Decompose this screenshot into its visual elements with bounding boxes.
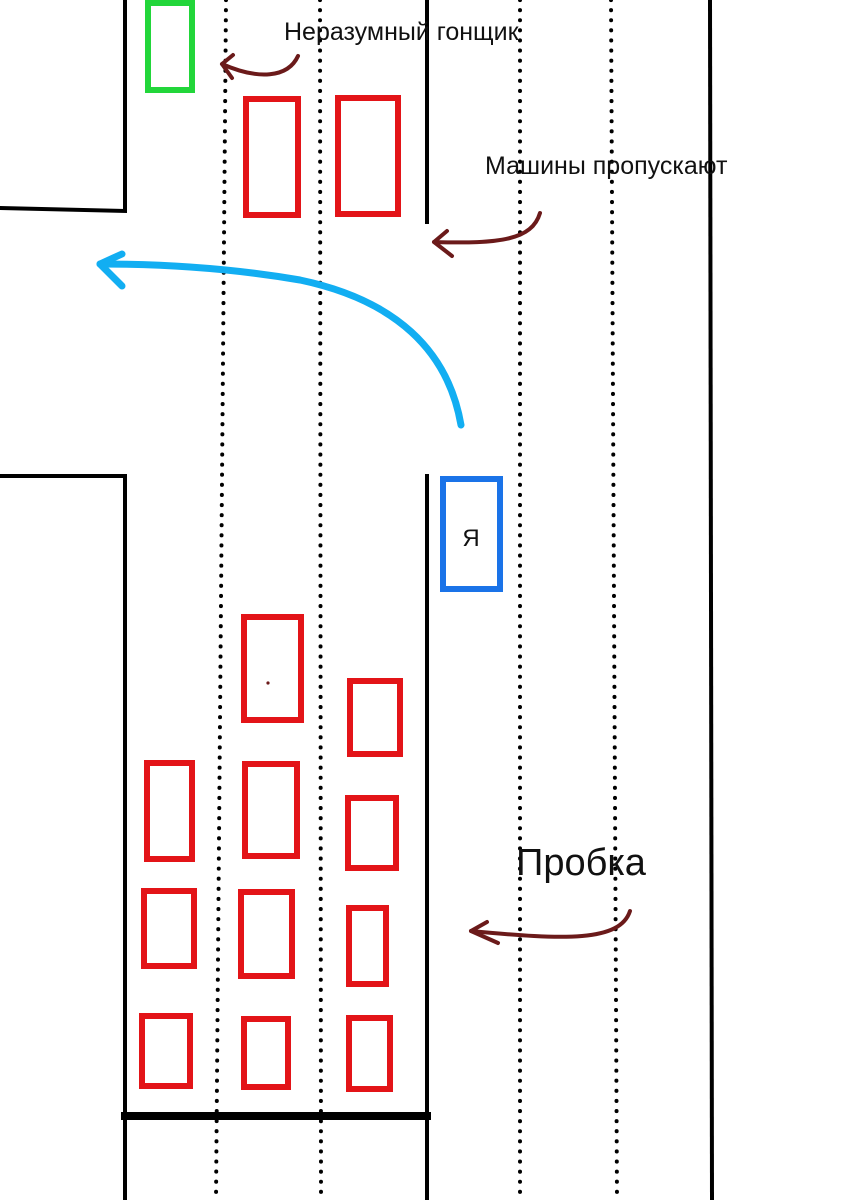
traffic-car [241,1016,291,1090]
jam-cars [139,614,403,1092]
right-road-edge [707,0,715,1200]
traffic-car [347,678,403,757]
speck [266,681,270,685]
my-car: Я [440,476,503,592]
traffic-car [144,760,195,862]
my-car-body [440,476,503,592]
racer-car [145,0,195,93]
traffic-car [335,95,401,217]
side-road-top-edge [0,0,127,214]
traffic-car [242,761,300,859]
my-car-label: Я [462,525,479,552]
left-turn-arrow-icon [96,250,465,429]
traffic-car [243,96,301,218]
yielding-label: Машины пропускают [485,152,728,180]
traffic-car [346,905,389,987]
side-road-bottom-edge [0,474,127,1200]
lane-markings [214,0,619,1200]
traffic-car [345,795,399,871]
curved-pointer-arrow-icon [469,909,632,945]
traffic-car [141,888,197,969]
traffic-car [241,614,304,723]
yielding-cars [243,95,401,218]
jam-label: Пробка [516,842,647,884]
traffic-car [139,1013,193,1089]
road-edges [0,0,715,1200]
curved-pointer-arrow-icon [432,211,542,258]
traffic-car [238,889,295,979]
traffic-car [346,1015,393,1092]
lane-line [214,0,228,1200]
racer-label: Неразумный гонщик [284,18,520,46]
lane-line [609,0,619,1200]
lane-line [318,0,323,1200]
curved-pointer-arrow-icon [220,53,300,80]
